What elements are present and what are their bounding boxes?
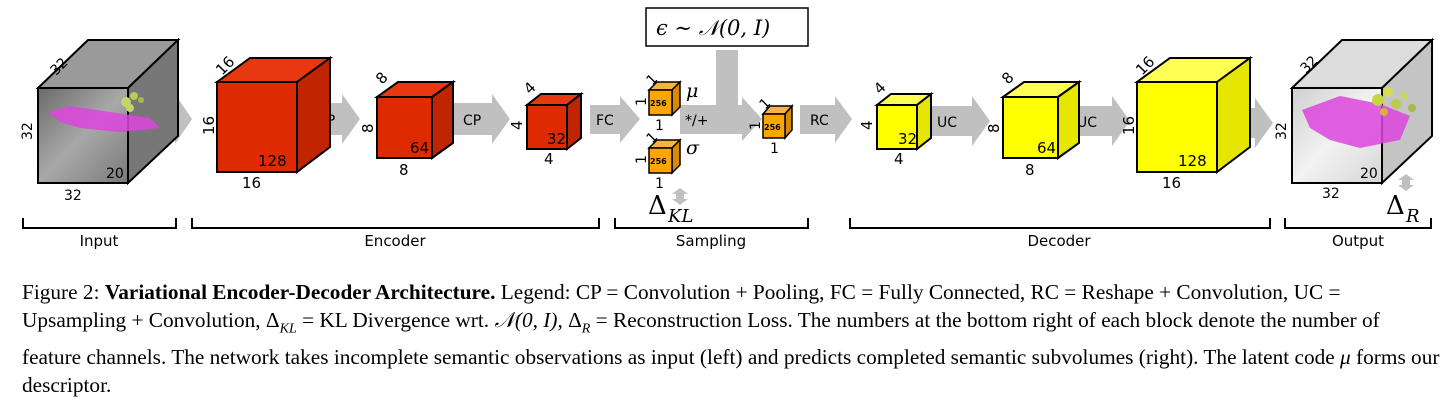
dec1-width: 4 [894,150,904,168]
op-uc2: UC [1077,115,1097,131]
dec2-width: 8 [1025,161,1035,179]
caption-kl-symbol: Δ [265,308,280,332]
decoder-block-1: 4 32 4 4 [858,78,934,168]
sigma-height: 1 [634,155,650,164]
sigma-block: 256 1 1 1 σ [634,129,700,192]
dec1-height: 4 [858,120,876,130]
dec3-width: 16 [1162,174,1181,192]
input-channels: 20 [106,166,124,182]
output-channels: 20 [1360,166,1378,182]
architecture-diagram: CP CP CP FC */+ RC UC UC UC 32 2 [20,7,1435,250]
caption-body: = Reconstruction Loss. The numbers at th… [22,308,1380,370]
dec2-height: 8 [985,123,1003,133]
sigma-symbol: σ [686,137,700,159]
enc1-width: 16 [242,174,261,192]
noise-box: ϵ ∼ 𝒩(0, I) [645,7,809,47]
section-sampling: Sampling [676,232,746,250]
caption-kl-text: = KL Divergence wrt. [296,308,495,332]
arrow-cp3: CP [452,94,510,144]
caption-r-sub: R [581,321,591,337]
input-width: 32 [64,188,82,204]
svg-text:KL: KL [667,206,693,227]
dec1-depth: 4 [870,78,889,97]
op-uc1: UC [937,115,957,131]
encoder-block-2: 8 64 8 8 [359,68,457,179]
op-fc: FC [596,113,614,129]
enc3-width: 4 [544,150,554,168]
caption-mu: μ [1340,345,1351,370]
bracket-decoder [849,218,1271,229]
input-volume: 32 20 32 32 [20,37,181,204]
kl-loss-arrow [672,188,688,205]
caption-prefix: Figure 2: [22,280,105,304]
decoder-block-2: 8 64 8 8 [985,68,1083,179]
figure-caption: Figure 2: Variational Encoder-Decoder Ar… [22,278,1442,399]
mu-width: 1 [655,118,664,134]
sigma-channels: 256 [650,157,667,166]
enc2-depth: 8 [372,68,391,87]
arrow-rc: RC [800,96,852,143]
op-sample: */+ [685,113,708,129]
section-brackets [22,218,1432,229]
encoder-block-1: 16 128 16 16 [200,53,334,192]
section-input: Input [80,232,119,250]
bracket-sampling [614,218,809,229]
output-volume: 32 20 32 32 [1274,37,1435,202]
reconstruction-loss-arrow [1398,174,1414,191]
svg-text:Δ: Δ [1386,191,1405,221]
enc1-height: 16 [200,116,218,135]
section-decoder: Decoder [1027,232,1091,250]
enc2-channels: 64 [410,139,429,157]
enc2-width: 8 [399,161,409,179]
input-height: 32 [20,122,36,140]
latent-block: 256 1 1 1 [748,95,794,157]
caption-legend: Legend: CP = Convolution + Pooling, FC =… [22,280,1341,332]
op-cp3: CP [463,113,481,129]
latent-width: 1 [770,141,779,157]
arrow-fc: FC [590,96,640,143]
section-encoder: Encoder [364,232,426,250]
bracket-output [1284,218,1432,229]
noise-label: ϵ ∼ 𝒩(0, I) [656,16,770,40]
dec3-height: 16 [1120,116,1138,135]
arrow-uc1: UC [932,96,990,146]
dec2-channels: 64 [1037,139,1056,157]
section-output: Output [1332,232,1384,250]
arrow-uc2: UC [1072,96,1130,146]
mu-channels: 256 [650,99,667,108]
enc3-channels: 32 [547,130,566,148]
enc3-depth: 4 [520,78,539,97]
output-height: 32 [1274,122,1290,140]
dec2-depth: 8 [998,68,1017,87]
latent-channels: 256 [764,123,781,132]
mu-height: 1 [634,97,650,106]
enc1-channels: 128 [258,152,287,170]
output-width: 32 [1322,186,1340,202]
arrow-sample: */+ [680,50,762,141]
bracket-encoder [191,218,600,229]
caption-kl-sub: KL [279,321,297,337]
mu-symbol: μ [686,80,698,102]
reconstruction-loss-label: Δ R [1386,191,1420,227]
kl-loss-label: Δ KL [648,191,693,227]
mu-block: 256 1 1 1 μ [634,71,698,134]
dec3-channels: 128 [1178,152,1207,170]
dec1-channels: 32 [898,130,917,148]
svg-text:R: R [1405,206,1420,227]
encoder-block-3: 4 32 4 4 [508,78,584,168]
decoder-block-3: 16 128 16 16 [1120,53,1254,192]
sigma-width: 1 [655,176,664,192]
latent-height: 1 [748,121,764,130]
op-rc: RC [810,113,829,129]
caption-end: forms our descriptor. [22,345,1440,398]
caption-title: Variational Encoder-Decoder Architecture… [104,280,496,304]
enc3-height: 4 [508,120,526,130]
svg-text:Δ: Δ [648,191,667,221]
caption-normal: 𝒩(0, I) [494,308,558,332]
bracket-input [22,218,177,229]
enc2-height: 8 [359,123,377,133]
caption-sep: , [557,308,569,332]
caption-r-symbol: Δ [568,308,582,332]
